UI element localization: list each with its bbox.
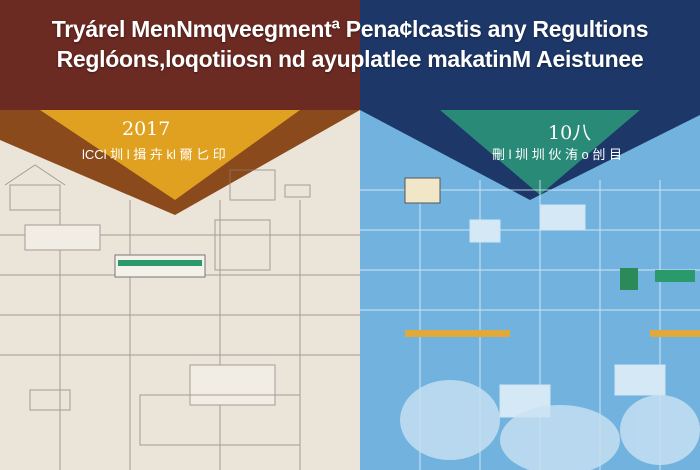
title-line-2: Reglóons,loqotiiosn nd ayuplatlee makati… [56,46,644,72]
left-banner [0,0,360,110]
right-progress-bar-2 [650,330,700,337]
right-wireframe [360,180,700,470]
right-progress-bar-3 [655,270,695,282]
left-accent-triangle [40,110,300,200]
right-year: 10八 [548,122,592,144]
right-card [404,177,441,204]
right-crowd [400,380,700,470]
title-line-1: Tryárel MenNmqveegmentª Pena¢lcastis any… [51,16,649,42]
right-green-tile [620,268,638,290]
left-year: 2017 [122,118,171,140]
right-banner [360,0,700,110]
left-subtitle: lCCl 圳 l 揖 卉 kl 爾 匕 印 [82,147,226,162]
right-progress-bar-1 [405,330,510,337]
right-subtitle: 刪 l 圳 圳 伙 洧 o 刣 目 [492,147,623,162]
right-accent-triangle [440,110,640,195]
left-progress-bar [118,260,202,266]
